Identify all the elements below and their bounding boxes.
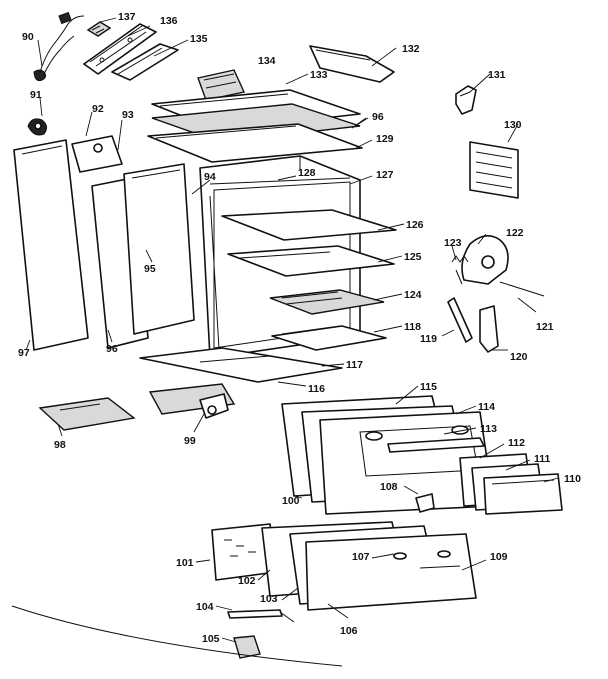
callout-118: 118 [404,321,421,333]
side-rack-support [309,45,395,83]
door-window [483,473,563,515]
leader-lines [25,17,559,643]
door-hinge-clip [415,493,435,513]
broiler-pan-insert [271,325,387,351]
callout-131: 131 [488,69,506,81]
callout-134: 134 [258,55,276,67]
callout-117: 117 [346,359,363,371]
knob [27,118,48,136]
callout-90: 90 [22,31,34,43]
callout-98: 98 [54,439,66,451]
latch-catch [479,305,499,353]
side-panel-outer [13,139,89,351]
floor-line [11,605,343,667]
vent-duct [197,69,245,101]
callout-124: 124 [404,289,422,301]
drawer-rail [227,609,295,623]
power-cord [33,11,85,82]
callout-103: 103 [260,593,278,605]
terminal-block [86,21,112,37]
callout-94: 94 [204,171,216,183]
callout-132: 132 [402,43,420,55]
hinge-bracket [455,85,477,115]
callout-101: 101 [176,557,194,569]
callout-126: 126 [406,219,424,231]
callout-115: 115 [420,381,437,393]
callout-136: 136 [160,15,178,27]
bottom-panel [139,347,343,383]
callout-128: 128 [298,167,316,179]
latch-rod [447,297,473,343]
wire-cover-bracket [83,23,157,75]
callout-125: 125 [404,251,422,263]
callout-97: 97 [18,347,30,359]
latch-spring [451,255,469,285]
door-handle [387,437,485,453]
callout-107: 107 [352,551,370,563]
side-shield [111,43,179,81]
callout-114: 114 [478,401,495,413]
drawer-front [305,533,477,611]
vent-grille [469,141,519,199]
callout-120: 120 [510,351,528,363]
door-frame [319,411,495,515]
callout-116: 116 [308,383,325,395]
back-panel-top [147,123,363,163]
callout-108: 108 [380,481,398,493]
callout-110: 110 [564,473,581,485]
callout-123: 123 [444,237,462,249]
oven-rack-upper [221,209,397,241]
callout-96-side: 96 [106,343,118,355]
callout-113: 113 [480,423,497,435]
callout-121: 121 [536,321,554,333]
callout-99: 99 [184,435,196,447]
door-latch-arm [461,235,545,297]
callout-109: 109 [490,551,508,563]
front-frame-left [71,135,123,173]
callout-111: 111 [534,453,551,465]
callout-127: 127 [376,169,394,181]
callout-93: 93 [122,109,134,121]
callout-106: 106 [340,625,358,637]
side-insulation [123,163,195,335]
broiler-pan [269,289,385,315]
callout-104: 104 [196,601,214,613]
drawer-stop [233,635,261,659]
burner-assembly [199,393,229,419]
callout-96-top: 96 [372,111,384,123]
callout-135: 135 [190,33,208,45]
callout-122: 122 [506,227,524,239]
callout-labels: 90 91 92 93 94 95 96 96 97 98 99 100 101… [18,11,581,645]
callout-100: 100 [282,495,300,507]
callout-137: 137 [118,11,136,23]
callout-129: 129 [376,133,394,145]
callout-95: 95 [144,263,156,275]
leveling-leg-plate [38,397,136,431]
callout-102: 102 [238,575,256,587]
oven-rack-lower [227,245,395,277]
callout-119: 119 [420,333,437,345]
callout-130: 130 [504,119,522,131]
callout-91: 91 [30,89,42,101]
callout-105: 105 [202,633,220,645]
callout-133: 133 [310,69,328,81]
callout-92: 92 [92,103,104,115]
callout-112: 112 [508,437,525,449]
